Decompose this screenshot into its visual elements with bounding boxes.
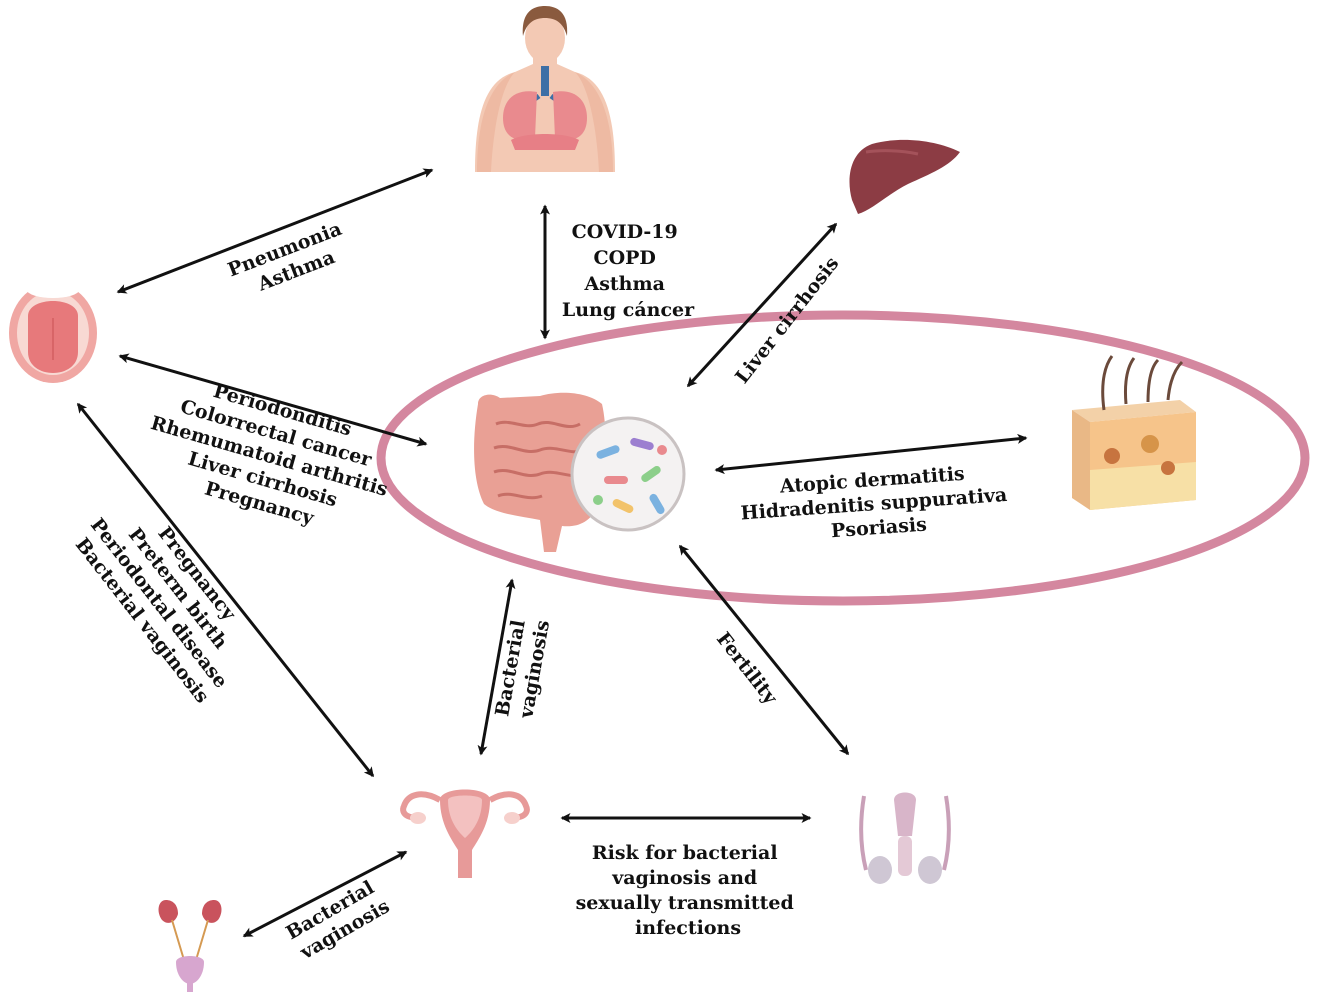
label-line: Asthma (583, 273, 664, 295)
label-line: COPD (593, 247, 655, 269)
arrows (76, 168, 1028, 938)
label-female-male: Risk for bacterial vaginosis and sexuall… (576, 842, 801, 939)
skin-layers-icon (1072, 355, 1196, 510)
label-mouth-lungs: Pneumonia Asthma (225, 215, 360, 303)
label-line: Lung cáncer (562, 299, 695, 321)
label-gut-female: Bacterial vaginosis (491, 612, 554, 723)
oral-cavity-icon (9, 282, 97, 383)
female-reproductive-icon (400, 789, 530, 878)
label-line: Psoriasis (830, 514, 927, 543)
human-lungs-icon (475, 6, 615, 172)
arrow-urinary-female (242, 850, 408, 938)
male-reproductive-icon (859, 792, 951, 884)
arrow-mouth-lungs (116, 168, 434, 294)
label-line: vaginosis and (611, 867, 757, 889)
arrow-gut-male (678, 544, 850, 756)
label-mouth-gut: Periodonditis Colorrectal cancer Rhemuma… (135, 366, 410, 549)
label-line: sexually transmitted (576, 892, 794, 914)
label-gut-male: Fertility (712, 628, 782, 709)
gut-microbiome-icon (474, 392, 686, 552)
label-line: infections (635, 917, 741, 939)
arrow-mouth-female (76, 402, 375, 778)
label-gut-skin: Atopic dermatitis Hidradenitis suppurati… (738, 459, 1016, 548)
label-line: COVID-19 (572, 221, 678, 243)
label-line: Risk for bacterial (592, 842, 778, 864)
arrow-gut-skin (714, 433, 1028, 475)
arrow-gut-female (477, 578, 516, 756)
labels: Pneumonia Asthma COVID-19 COPD Asthma Lu… (71, 215, 1016, 965)
arrow-gut-liver (686, 222, 838, 388)
urinary-tract-icon (158, 900, 222, 992)
arrow-mouth-gut (118, 353, 428, 447)
liver-icon (849, 139, 960, 214)
label-gut-lungs: COVID-19 COPD Asthma Lung cáncer (562, 221, 695, 321)
label-line: Fertility (712, 628, 782, 709)
